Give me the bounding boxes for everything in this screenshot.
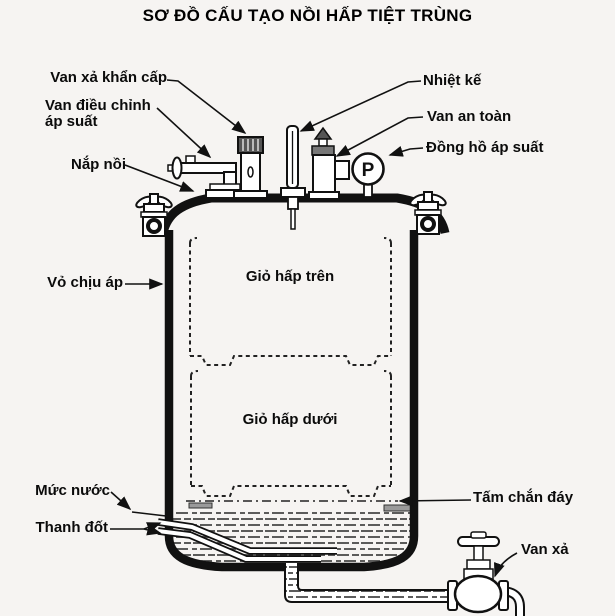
label-upper-basket: Giỏ hấp trên [245,268,335,285]
leader-lines [110,79,518,578]
lid-clamp-left [135,193,173,237]
pressure-gauge-letter: P [362,160,375,181]
drain-pipe [284,563,452,603]
label-water-level: Mức nước [35,482,110,499]
drain-valve-body [453,574,503,614]
lid-clamp-right [409,191,447,235]
leader-heating-element-bottom [143,524,162,536]
leader-water-level-tail [131,511,167,517]
label-pressure-gauge: Đồng hồ áp suất [426,139,544,156]
leader-drain-valve [494,552,518,578]
heating-element [157,518,337,563]
label-pressure-shell: Vỏ chịu áp [47,274,123,291]
leader-water-level [110,491,132,511]
vessel-lid [158,193,450,235]
leader-heating-element-top [143,522,162,533]
drain-valve-stem [473,545,484,562]
thermometer [280,125,306,230]
leader-safety-valve [335,116,424,157]
leader-thermometer [299,80,422,132]
leader-lid [124,164,195,192]
label-safety-valve: Van an toàn [427,108,512,125]
leader-bottom-baffle [398,495,472,507]
diagram-title: SƠ ĐỒ CẤU TẠO NỒI HẤP TIỆT TRÙNG [142,6,473,25]
leader-pressure-regulator [156,107,212,159]
drain-valve [447,531,525,616]
safety-valve [308,126,350,200]
label-drain-valve: Van xả [521,541,569,558]
left-support-plate [188,502,213,509]
pressure-regulator-valve [167,155,245,199]
leader-pressure-gauge [388,145,424,157]
lower-basket [190,370,392,497]
label-pressure-regulator-line1: Van điều chỉnh [45,97,151,114]
label-pressure-regulator: Van điều chỉnh áp suất [45,98,151,130]
label-emergency-valve: Van xả khẩn cấp [50,69,167,86]
upper-basket [189,237,392,366]
bottom-baffle-plate [383,504,412,512]
label-bottom-baffle: Tấm chắn đáy [473,489,574,506]
label-lower-basket: Giỏ hấp dưới [242,411,338,428]
label-lid: Nắp nồi [71,156,126,173]
emergency-release-valve [233,136,268,199]
pressure-gauge: P [351,152,385,198]
label-heating-element: Thanh đốt [35,519,108,536]
label-thermometer: Nhiệt kế [423,72,482,89]
leader-emergency-valve [166,79,247,134]
label-pressure-regulator-line2: áp suất [45,113,98,130]
